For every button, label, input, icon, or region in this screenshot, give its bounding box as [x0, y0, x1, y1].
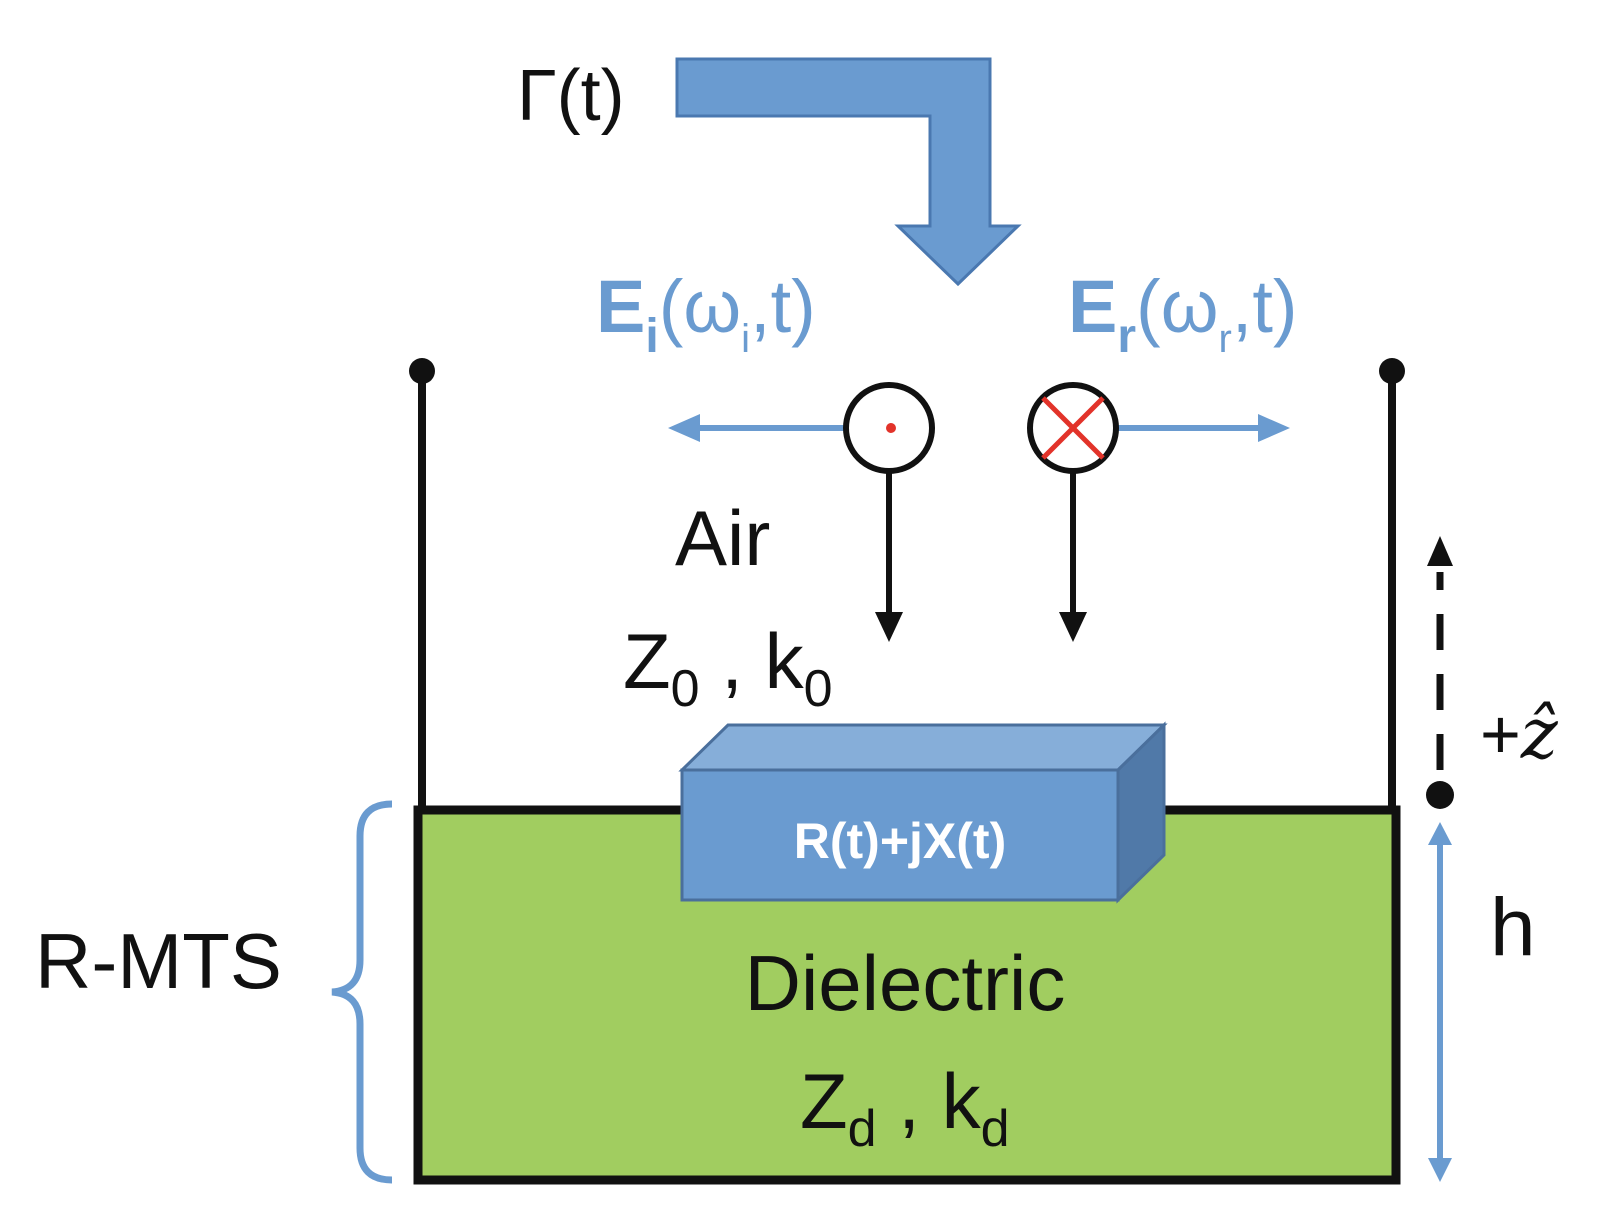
dielectric-k: k: [942, 1057, 982, 1145]
gamma-symbol: Γ: [517, 56, 557, 136]
air-parameters: Z0 , k0: [623, 617, 833, 718]
air-label: Air: [675, 494, 770, 582]
impedance-label: R(t)+jX(t): [794, 813, 1006, 869]
reflected-open: (ω: [1136, 265, 1218, 348]
incident-close: ,t): [750, 265, 816, 348]
z-axis-sign: +: [1480, 695, 1521, 773]
incident-down-arrowhead: [875, 612, 903, 642]
reflected-horizontal-arrowhead: [1258, 414, 1290, 442]
incident-field-label: Ei(ωi,t): [596, 265, 816, 363]
dielectric-k-sub: d: [981, 1100, 1010, 1158]
out-of-page-dot-icon: [886, 423, 896, 433]
height-bottom-arrowhead: [1428, 1158, 1452, 1182]
reflected-omega-sub: r: [1218, 317, 1231, 361]
reflected-down-arrowhead: [1059, 612, 1087, 642]
dielectric-z: Z: [800, 1057, 848, 1145]
incident-sub: i: [645, 310, 658, 363]
air-z-sub: 0: [671, 660, 700, 718]
incident-horizontal-arrowhead: [668, 414, 700, 442]
z-axis-arrowhead: [1427, 536, 1453, 566]
air-k-sub: 0: [804, 660, 833, 718]
gamma-label: Γ(t): [517, 56, 625, 136]
incident-omega-sub: i: [741, 317, 750, 361]
dielectric-parameters: Zd , kd: [800, 1057, 1010, 1158]
height-top-arrowhead: [1428, 822, 1452, 845]
air-sep: ,: [700, 617, 765, 705]
reflected-E: E: [1068, 265, 1117, 348]
dielectric-sep: ,: [877, 1057, 942, 1145]
z-axis-origin-dot: [1426, 781, 1454, 809]
air-k: k: [765, 617, 805, 705]
reflected-field-label: Er(ωr,t): [1068, 265, 1298, 363]
incident-open: (ω: [659, 265, 741, 348]
rmts-brace-icon: [331, 800, 393, 1184]
air-z: Z: [623, 617, 671, 705]
gamma-modulation-arrow: [675, 57, 1022, 287]
into-page-cross-icon-b: [1041, 396, 1105, 460]
dielectric-label: Dielectric: [745, 939, 1066, 1027]
right-terminal-dot: [1379, 358, 1405, 384]
impedance-front-face: [680, 768, 1120, 902]
reflected-close: ,t): [1232, 265, 1298, 348]
gamma-arg: (t): [557, 56, 625, 136]
height-label: h: [1490, 882, 1536, 973]
z-axis-label: +ẑ: [1480, 693, 1559, 775]
incident-E: E: [596, 265, 645, 348]
dielectric-z-sub: d: [848, 1100, 877, 1158]
rmts-label: R-MTS: [35, 917, 282, 1005]
left-terminal-dot: [409, 358, 435, 384]
impedance-top-face: [678, 723, 1168, 772]
impedance-element: R(t)+jX(t): [678, 721, 1168, 904]
z-axis-symbol: ẑ: [1520, 693, 1559, 775]
reflected-sub: r: [1117, 310, 1136, 363]
